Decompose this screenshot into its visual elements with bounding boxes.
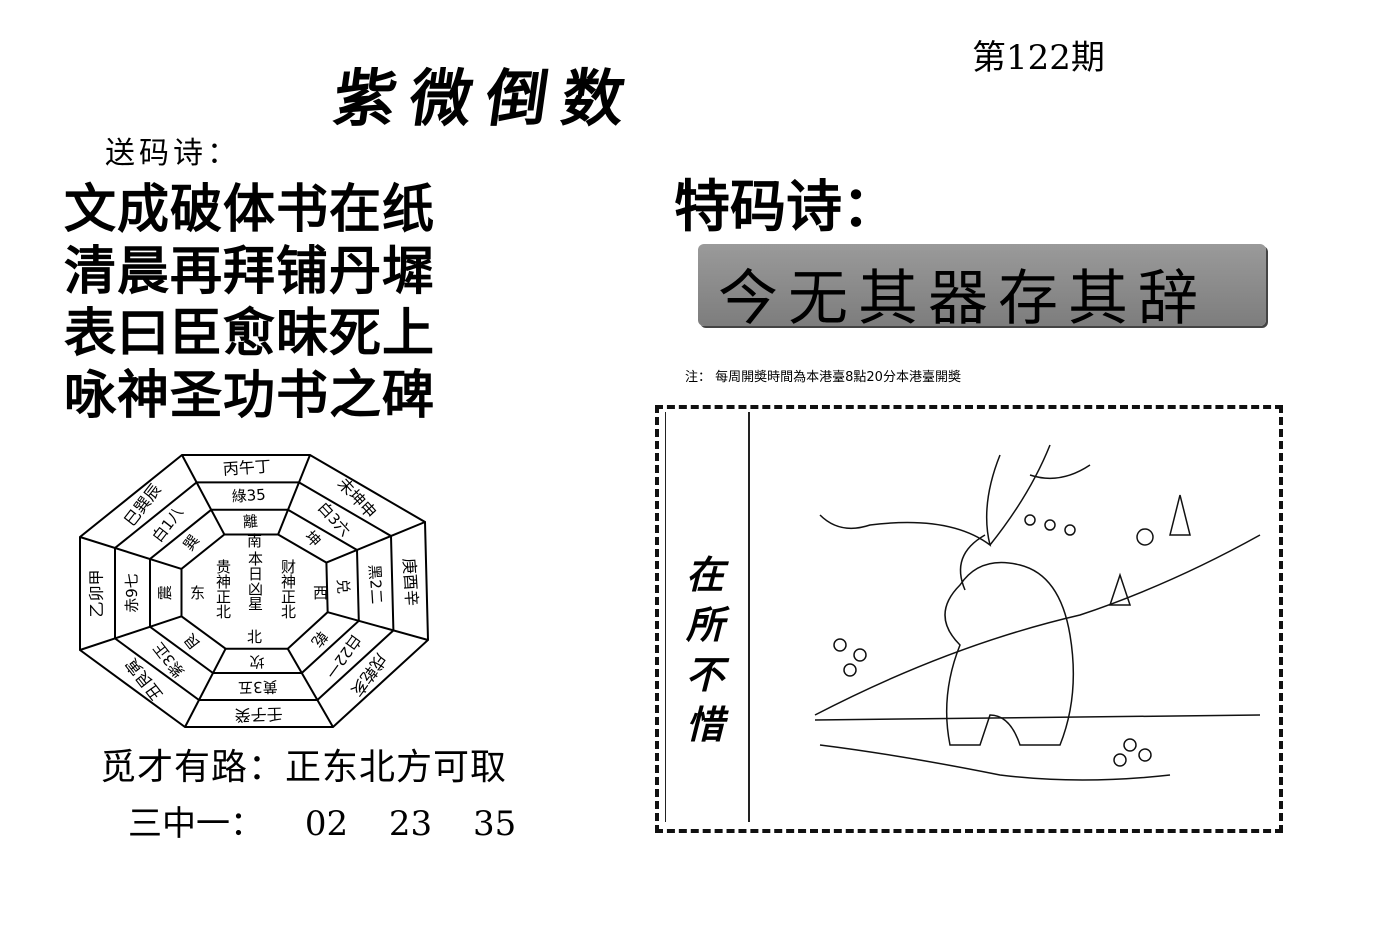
three-pick: 三中一： 02 23 35 [128, 796, 516, 845]
direction-east: 东 [190, 584, 206, 602]
noble-god-text: 贵神正北 [214, 559, 232, 619]
pick-number: 23 [388, 804, 433, 844]
pick-number: 35 [472, 804, 517, 844]
direction-north: 北 [247, 628, 263, 646]
issue-number: 第122期 [972, 38, 1105, 78]
bagua-inner-label: 乾 [308, 628, 331, 651]
poem-line: 表曰臣愈昧死上 [64, 304, 436, 364]
poem-line: 咏神圣功书之碑 [64, 366, 436, 426]
bagua-outer-label: 丙午丁 [222, 457, 271, 479]
draw-time-note: 注： 每周開奬時間為本港臺8點20分本港臺開奬 [685, 370, 961, 385]
bagua-divider [277, 454, 311, 535]
bagua-middle-label: 黑2二 [365, 564, 385, 605]
bagua-divider [181, 454, 226, 535]
page-title: 紫微倒数 [329, 62, 644, 135]
bagua-middle-label: 白1八 [149, 503, 187, 545]
special-poem-label: 特码诗： [674, 175, 898, 240]
bagua-divider [184, 648, 227, 728]
pick-number: 02 [304, 804, 349, 844]
bagua-rings: 丙午丁未坤申庚酉辛戌乾亥壬子癸丑艮寅乙卯甲巳巽辰綠35白3六黑2二白22一黄3五… [79, 454, 430, 728]
bagua-outer-label: 乙卯甲 [87, 569, 106, 617]
picture-frame [655, 405, 1283, 833]
direction-south: 南 [247, 532, 263, 550]
bagua-inner-label: 震 [156, 585, 174, 600]
bagua-divider [327, 611, 429, 641]
bagua-outer-label: 壬子癸 [234, 704, 283, 724]
bagua-divider [286, 648, 334, 728]
wealth-god-text: 财神正北 [279, 559, 297, 619]
bagua-inner-label: 離 [242, 512, 258, 531]
bagua-inner-label: 艮 [180, 630, 203, 653]
bagua-middle-label: 綠35 [231, 486, 266, 506]
special-poem-box [698, 244, 1266, 326]
bagua-middle-label: 黄3五 [238, 677, 278, 696]
evil-star-text: 本日凶星 [246, 551, 264, 611]
picture-caption: 在所不惜 [685, 552, 724, 747]
bagua-outer-label: 庚酉辛 [399, 557, 421, 606]
bagua-inner-label: 坤 [301, 527, 324, 550]
direction-west: 西 [313, 584, 329, 602]
elephant-tree-illustration [814, 444, 1261, 781]
wealth-route: 觅才有路：正东北方可取 [100, 747, 508, 788]
bagua-divider [79, 536, 182, 570]
poem-line: 清晨再拜铺丹墀 [64, 242, 436, 302]
caption-column [665, 412, 750, 822]
poem-line: 文成破体书在纸 [64, 180, 436, 240]
three-pick-label: 三中一： [128, 804, 264, 844]
bagua-middle-label: 赤9七 [123, 573, 141, 613]
bagua-divider [79, 615, 182, 651]
bagua-inner-label: 巽 [180, 531, 203, 554]
gift-poem-label: 送码诗： [105, 136, 241, 171]
bagua-inner-label: 兑 [334, 578, 353, 594]
bagua-inner-label: 坎 [249, 652, 265, 670]
special-poem-text: 今无其器存其辞 [718, 264, 1208, 334]
bagua-divider [326, 521, 426, 564]
